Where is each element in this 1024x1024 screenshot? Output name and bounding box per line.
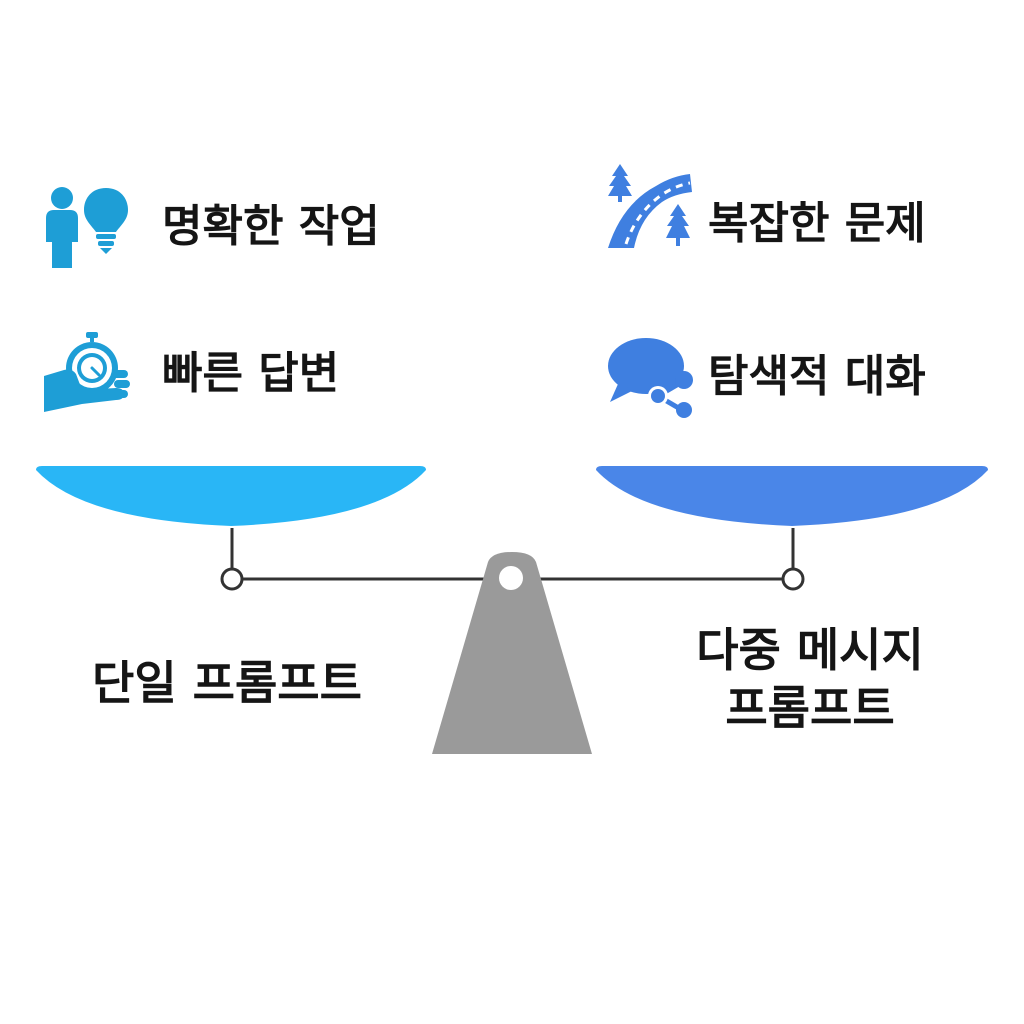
hand-stopwatch-icon: [42, 330, 134, 414]
person-lightbulb-icon: [40, 180, 132, 272]
right-caption-line1: 다중 메시지: [696, 623, 924, 677]
winding-road-icon: [604, 164, 696, 250]
fulcrum-pivot: [499, 566, 523, 590]
right-item-label-2: 탐색적 대화: [708, 351, 926, 402]
right-caption: 다중 메시지 프롬프트: [682, 622, 938, 737]
right-pivot: [781, 567, 805, 591]
left-item-label-1: 명확한 작업: [162, 201, 380, 252]
left-pan: [36, 466, 426, 526]
chat-share-icon: [604, 334, 696, 418]
fulcrum: [432, 552, 592, 754]
right-pan: [596, 466, 988, 526]
left-item-label-2: 빠른 답변: [162, 348, 340, 399]
left-caption: 단일 프롬프트: [92, 656, 362, 710]
left-pivot: [220, 567, 244, 591]
right-item-label-1: 복잡한 문제: [708, 198, 926, 249]
right-caption-line2: 프롬프트: [725, 680, 895, 735]
